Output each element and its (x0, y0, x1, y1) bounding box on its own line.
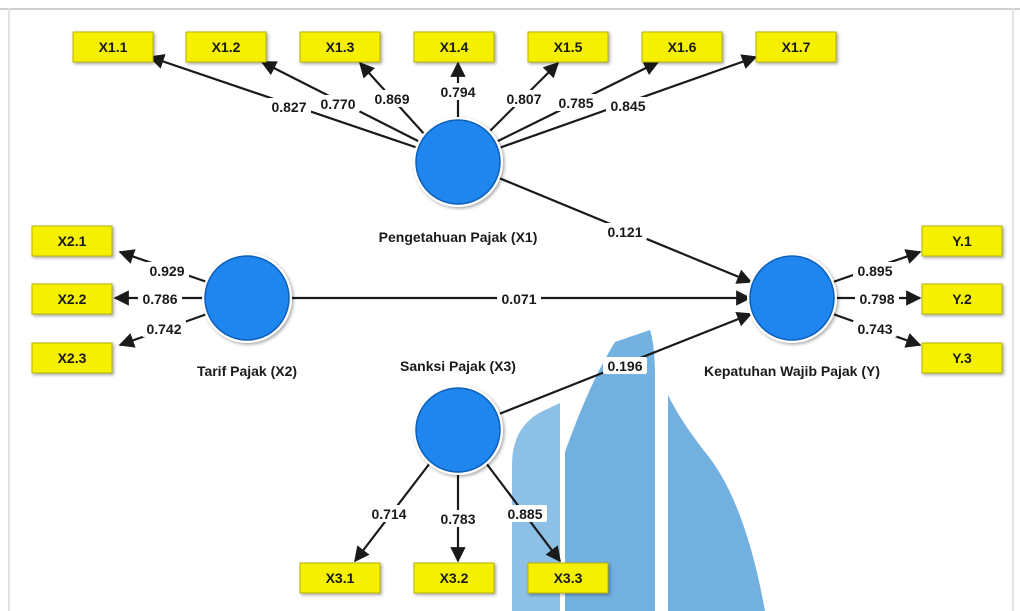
loading-value-x3-3: 0.885 (507, 506, 542, 522)
path-coefficient-x2-to-y: 0.071 (501, 291, 536, 307)
indicator-label-x2-2: X2.2 (58, 291, 87, 307)
loading-value-x1-3: 0.869 (374, 91, 409, 107)
loading-value-x2-2-bg (138, 290, 182, 307)
latent-variable-x1[interactable] (415, 119, 501, 205)
indicator-label-y-2: Y.2 (952, 291, 972, 307)
indicator-label-x3-3: X3.3 (554, 570, 583, 586)
indicator-label-y-3: Y.3 (952, 350, 972, 366)
latent-label-bg-x2 (177, 362, 317, 381)
frame-top-border (0, 8, 1020, 10)
loading-value-x2-1: 0.929 (149, 263, 184, 279)
path-coefficient-x3-to-y: 0.196 (607, 358, 642, 374)
loading-value-x2-3: 0.742 (146, 321, 181, 337)
latent-label-bg-x3 (384, 357, 532, 376)
loading-value-x3-2-bg (436, 510, 480, 527)
loading-value-x1-4: 0.794 (440, 84, 475, 100)
latent-label-bg-y (685, 362, 899, 381)
indicator-label-x1-5: X1.5 (554, 39, 583, 55)
indicator-label-x1-6: X1.6 (668, 39, 697, 55)
loading-value-y-1-bg (853, 262, 897, 279)
path-coefficient-x1-to-y: 0.121 (607, 224, 642, 240)
loading-value-x2-3-bg (142, 320, 186, 337)
latent-label-y: Kepatuhan Wajib Pajak (Y) (704, 363, 880, 379)
loading-value-y-3-bg (853, 320, 897, 337)
loading-value-x3-2: 0.783 (440, 511, 475, 527)
indicator-box-y-1[interactable] (921, 225, 1003, 257)
indicator-box-x3-3[interactable] (527, 562, 609, 594)
loading-value-y-2: 0.798 (859, 291, 894, 307)
indicator-box-x1-1[interactable] (72, 31, 154, 63)
indicator-label-x1-4: X1.4 (440, 39, 469, 55)
latent-variable-y[interactable] (749, 255, 835, 341)
loading-value-x1-2: 0.770 (320, 96, 355, 112)
indicator-box-x2-1[interactable] (31, 225, 113, 257)
indicator-label-x2-1: X2.1 (58, 233, 87, 249)
path-coefficient-x1-to-y-bg (603, 223, 647, 240)
labels-layer: 0.827 0.770 0.869 0.794 0.807 0.785 0.845 0.929… (138, 83, 899, 527)
loading-value-x1-2-bg (316, 95, 360, 112)
indicator-box-x1-4[interactable] (413, 31, 495, 63)
indicator-box-x1-3[interactable] (299, 31, 381, 63)
latent-label-x2: Tarif Pajak (X2) (197, 363, 297, 379)
loading-value-x3-3-bg (503, 505, 547, 522)
indicator-label-x1-7: X1.7 (782, 39, 811, 55)
indicator-box-y-3[interactable] (921, 342, 1003, 374)
latent-label-x1: Pengetahuan Pajak (X1) (379, 229, 538, 245)
loading-value-x1-1: 0.827 (271, 99, 306, 115)
loading-value-x2-1-bg (145, 262, 189, 279)
indicator-box-x1-5[interactable] (527, 31, 609, 63)
latent-variable-x3[interactable] (415, 387, 501, 473)
loading-value-y-1: 0.895 (857, 263, 892, 279)
path-coefficient-x3-to-y-bg (603, 357, 647, 374)
latent-variable-x2[interactable] (204, 255, 290, 341)
loading-value-x3-1: 0.714 (371, 506, 406, 522)
loading-value-x3-1-bg (367, 505, 411, 522)
loading-value-x1-4-bg (436, 83, 480, 100)
loading-value-y-2-bg (855, 290, 899, 307)
indicator-label-x1-1: X1.1 (99, 39, 128, 55)
loading-value-x2-2: 0.786 (142, 291, 177, 307)
loading-value-x1-1-bg (267, 98, 311, 115)
indicator-box-x1-2[interactable] (185, 31, 267, 63)
indicator-box-x2-2[interactable] (31, 283, 113, 315)
loading-value-x1-6: 0.785 (558, 95, 593, 111)
loading-value-x1-5: 0.807 (506, 91, 541, 107)
loading-value-x1-6-bg (554, 94, 598, 111)
loading-value-x1-3-bg (370, 90, 414, 107)
loading-value-x1-5-bg (502, 90, 546, 107)
indicator-label-x1-3: X1.3 (326, 39, 355, 55)
indicator-box-x3-2[interactable] (413, 562, 495, 594)
indicator-box-x2-3[interactable] (31, 342, 113, 374)
indicator-box-x1-6[interactable] (641, 31, 723, 63)
indicator-label-y-1: Y.1 (952, 233, 972, 249)
frame-left-border (8, 8, 10, 611)
latent-label-x3: Sanksi Pajak (X3) (400, 358, 516, 374)
latent-label-bg-x1 (363, 228, 553, 247)
nodes-layer: X1.1 X1.2 X1.3 X1.4 X1.5 X1.6 X1.7X2.1X2.2X2.3… (31, 31, 1003, 594)
loading-value-y-3: 0.743 (857, 321, 892, 337)
indicator-box-x3-1[interactable] (299, 562, 381, 594)
loading-value-x1-7-bg (606, 97, 650, 114)
indicator-label-x1-2: X1.2 (212, 39, 241, 55)
path-coefficient-x2-to-y-bg (497, 290, 541, 307)
indicator-box-x1-7[interactable] (755, 31, 837, 63)
indicator-label-x3-1: X3.1 (326, 570, 355, 586)
indicator-label-x2-3: X2.3 (58, 350, 87, 366)
indicator-box-y-2[interactable] (921, 283, 1003, 315)
loading-value-x1-7: 0.845 (610, 98, 645, 114)
frame-right-border (1012, 8, 1014, 611)
indicator-label-x3-2: X3.2 (440, 570, 469, 586)
